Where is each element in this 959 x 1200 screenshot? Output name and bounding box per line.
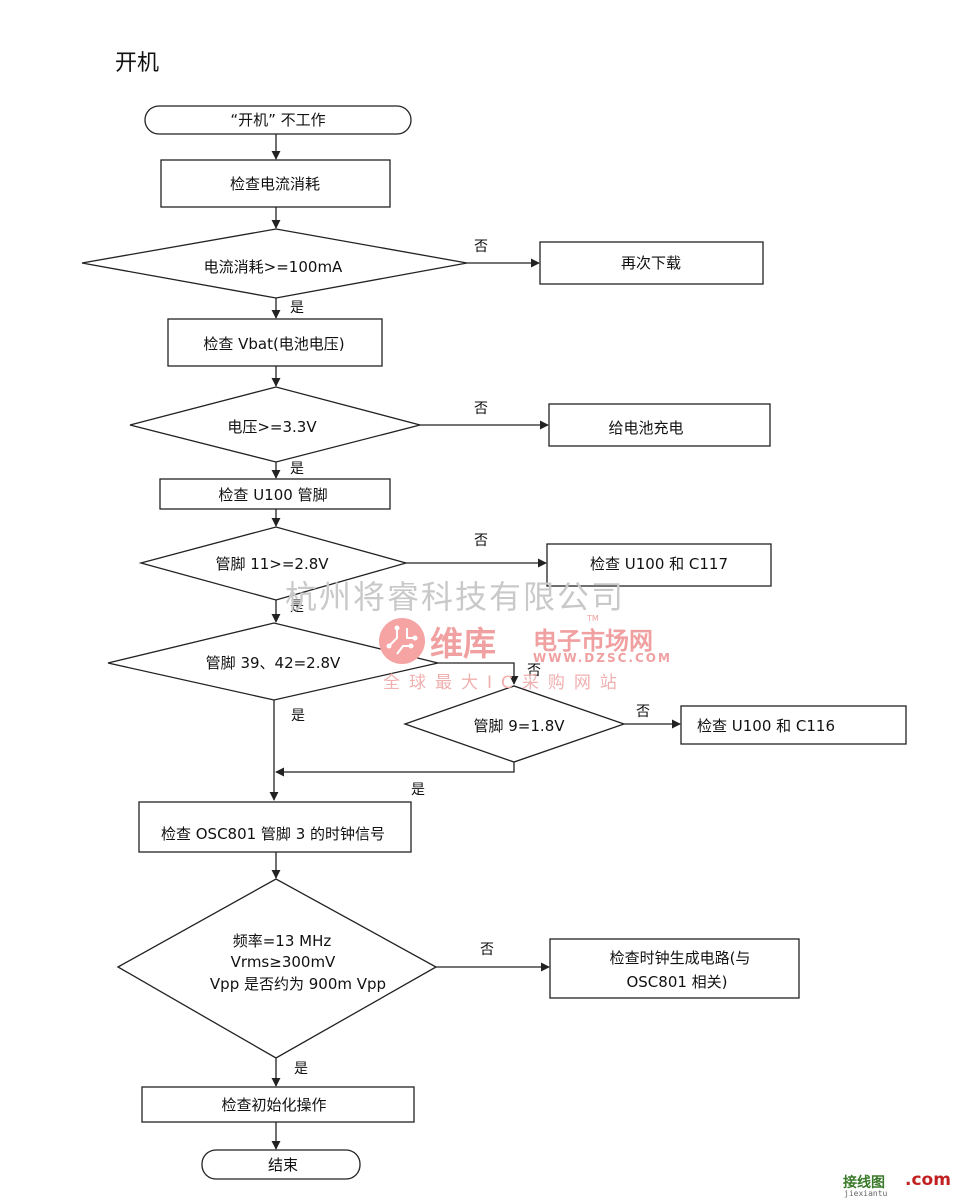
step-box xyxy=(160,159,391,208)
step-box xyxy=(141,1086,415,1123)
step-label: 检查 Vbat(电池电压) xyxy=(203,335,344,353)
decision-diamond xyxy=(129,386,423,463)
step-box xyxy=(159,478,391,510)
step-box xyxy=(539,241,764,285)
slogan-watermark: 全球最大IC采购网站 xyxy=(383,673,626,693)
decision-diamond xyxy=(403,685,626,763)
step-label: 检查时钟生成电路(与 xyxy=(610,949,751,967)
decision-label: 管脚 11>=2.8V xyxy=(215,555,329,573)
brand-watermark: 维库 xyxy=(430,624,496,663)
no-label: 否 xyxy=(474,239,488,255)
step-label: 检查 U100 管脚 xyxy=(218,486,327,504)
connector xyxy=(275,762,515,777)
decision-diamond xyxy=(116,878,438,1059)
circuit-logo-icon xyxy=(379,618,425,664)
step-label: 检查 U100 和 C116 xyxy=(697,717,835,735)
start-terminal xyxy=(144,105,412,135)
decision-diamond xyxy=(138,526,409,601)
connector xyxy=(438,662,519,685)
no-label: 否 xyxy=(636,704,650,720)
site-pinyin-watermark: jiexiantu xyxy=(844,1189,888,1198)
decision-diamond xyxy=(81,228,468,299)
page-title: 开机 xyxy=(115,51,160,76)
step-label: 检查 OSC801 管脚 3 的时钟信号 xyxy=(161,825,385,843)
brand-subtitle-watermark: 电子市场网 xyxy=(533,627,653,655)
yes-label: 是 xyxy=(291,708,305,724)
no-label: 否 xyxy=(527,663,541,679)
step-box xyxy=(546,543,772,587)
decision-label: Vrms≥300mV xyxy=(231,953,336,971)
decision-label: 电流消耗>=100mA xyxy=(204,258,343,276)
decision-label: 管脚 39、42=2.8V xyxy=(206,654,341,672)
yes-label: 是 xyxy=(290,300,304,316)
trademark-mark: TM xyxy=(587,614,599,623)
yes-label: 是 xyxy=(290,599,304,615)
end-label: 结束 xyxy=(268,1156,298,1174)
step-box xyxy=(548,403,771,447)
decision-label: 管脚 9=1.8V xyxy=(474,717,566,735)
site-domain-watermark: .com xyxy=(905,1170,951,1190)
url-watermark: WWW.DZSC.COM xyxy=(533,651,672,665)
site-watermark: 接线图 xyxy=(843,1175,885,1191)
step-label: OSC801 相关) xyxy=(626,973,727,991)
no-label: 否 xyxy=(474,401,488,417)
decision-label: 频率=13 MHz xyxy=(233,932,332,950)
step-box xyxy=(549,938,800,999)
decision-label: 电压>=3.3V xyxy=(227,418,317,436)
no-label: 否 xyxy=(480,942,494,958)
step-label: 检查初始化操作 xyxy=(221,1096,326,1114)
step-box xyxy=(680,705,907,745)
yes-label: 是 xyxy=(411,782,425,798)
decision-label: Vpp 是否约为 900m Vpp xyxy=(210,975,386,993)
step-label: 再次下载 xyxy=(621,254,681,272)
step-box xyxy=(138,801,412,853)
no-label: 否 xyxy=(474,533,488,549)
end-terminal xyxy=(201,1149,361,1180)
decision-diamond xyxy=(107,622,439,701)
yes-label: 是 xyxy=(290,461,304,477)
company-watermark: 杭州将睿科技有限公司 xyxy=(285,578,626,616)
step-label: 检查 U100 和 C117 xyxy=(590,555,728,573)
step-label: 给电池充电 xyxy=(608,419,683,437)
step-box xyxy=(167,318,383,367)
step-label: 检查电流消耗 xyxy=(230,175,320,193)
start-label: “开机” 不工作 xyxy=(230,111,325,129)
yes-label: 是 xyxy=(294,1061,308,1077)
